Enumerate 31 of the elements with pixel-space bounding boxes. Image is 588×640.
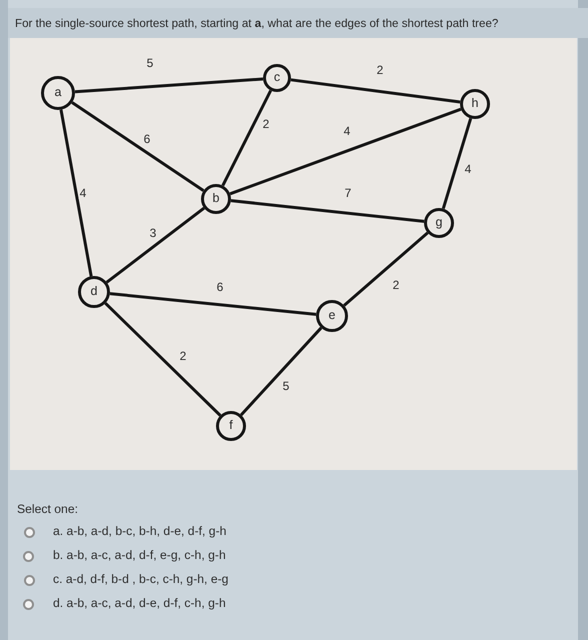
edge-line	[230, 108, 462, 196]
option-text: b. a-b, a-c, a-d, d-f, e-g, c-h, g-h	[53, 548, 226, 563]
edge-line	[60, 109, 93, 277]
edge-line	[343, 232, 429, 307]
edge-weight: 7	[344, 187, 352, 199]
edge-weight: 2	[376, 64, 384, 76]
edge-weight: 5	[282, 380, 290, 392]
edge-weight: 5	[146, 57, 154, 69]
edge-weight: 4	[464, 163, 472, 175]
option-text: d. a-b, a-c, a-d, d-e, d-f, c-h, g-h	[53, 596, 226, 611]
option-text: c. a-d, d-f, b-d , b-c, c-h, g-h, e-g	[53, 572, 228, 587]
edge-line	[71, 101, 204, 192]
edge-line	[106, 206, 205, 284]
question-text: For the single-source shortest path, starting at a, what are the edges of the shortest path tree?	[15, 17, 498, 30]
edge-weight: 4	[78, 187, 88, 199]
edge-line	[230, 199, 424, 223]
prompt-text: Select one:	[17, 502, 78, 517]
edge-weight: 2	[262, 118, 270, 130]
edge-line	[104, 302, 222, 417]
edge-line	[290, 78, 460, 104]
edge-weight: 2	[178, 350, 188, 362]
edge-weight: 2	[392, 279, 400, 291]
edge-line	[240, 326, 322, 416]
edge-line	[221, 90, 272, 186]
option-text: a. a-b, a-d, b-c, b-h, d-e, d-f, g-h	[53, 524, 226, 539]
edge-weight: 4	[342, 125, 352, 137]
edge-line	[74, 78, 264, 94]
edge-weight: 6	[216, 281, 224, 293]
edge-weight: 3	[148, 227, 158, 239]
edge-weight: 6	[142, 133, 152, 145]
edge-line	[442, 118, 472, 210]
